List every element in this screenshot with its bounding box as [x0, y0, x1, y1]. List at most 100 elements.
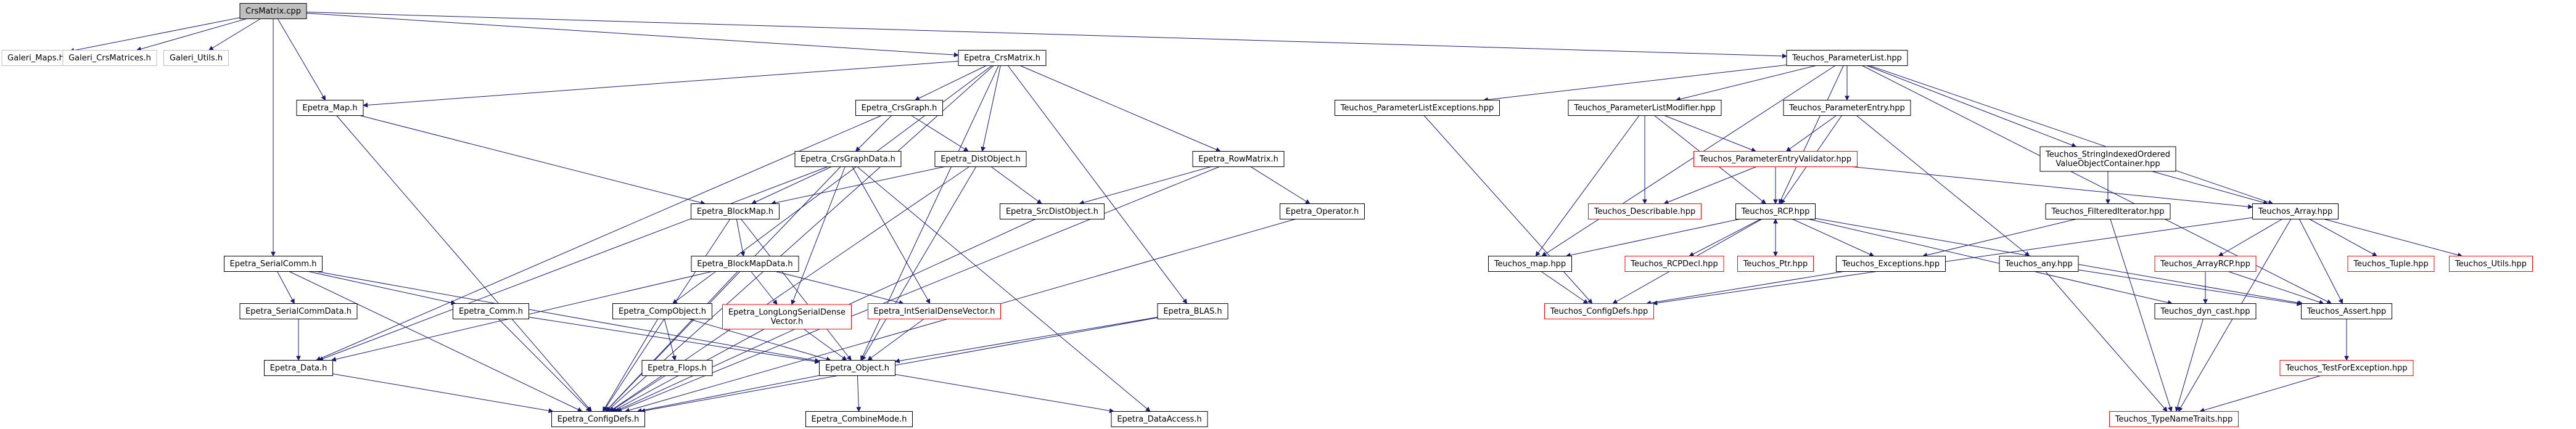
edge-epetra_blockmapdata-to-epetra_llsv — [751, 271, 778, 305]
node-teuchos_ptr[interactable]: Teuchos_Ptr.hpp — [1737, 256, 1814, 272]
node-teuchos_testforexc[interactable]: Teuchos_TestForException.hpp — [2279, 360, 2414, 376]
node-teuchos_tuple[interactable]: Teuchos_Tuple.hpp — [2347, 256, 2435, 272]
node-epetra_flops[interactable]: Epetra_Flops.h — [641, 360, 713, 376]
node-epetra_compobject[interactable]: Epetra_CompObject.h — [612, 303, 712, 319]
node-epetra_combinemode[interactable]: Epetra_CombineMode.h — [805, 411, 913, 427]
node-box — [1786, 50, 1908, 66]
node-box — [1000, 203, 1105, 219]
node-label: Teuchos_ParameterListModifier.hpp — [1573, 104, 1715, 113]
edge-teuchos_any-to-teuchos_assert — [2078, 269, 2302, 306]
node-box — [1568, 100, 1722, 116]
node-teuchos_plexc[interactable]: Teuchos_ParameterListExceptions.hpp — [1335, 100, 1500, 116]
node-teuchos_describable[interactable]: Teuchos_Describable.hpp — [1588, 203, 1702, 219]
node-galeri_crsm[interactable]: Galeri_CrsMatrices.h — [62, 50, 157, 66]
node-epetra_map[interactable]: Epetra_Map.h — [296, 100, 364, 116]
node-epetra_dataaccess[interactable]: Epetra_DataAccess.h — [1111, 411, 1208, 427]
edge-epetra_serialcomm-to-epetra_comm — [308, 271, 456, 305]
edge-teuchos_pl-to-teuchos_sivocont — [1867, 65, 2077, 148]
node-box — [239, 3, 307, 19]
node-label: Teuchos_Tuple.hpp — [2353, 259, 2429, 269]
node-teuchos_pentry[interactable]: Teuchos_ParameterEntry.hpp — [1783, 100, 1911, 116]
node-teuchos_pev[interactable]: Teuchos_ParameterEntryValidator.hpp — [1693, 151, 1858, 167]
node-box — [551, 411, 645, 427]
node-epetra_serialcomm[interactable]: Epetra_SerialComm.h — [224, 256, 323, 272]
node-teuchos_dyncast[interactable]: Teuchos_dyn_cast.hpp — [2154, 303, 2257, 319]
node-epetra_blas[interactable]: Epetra_BLAS.h — [1157, 303, 1228, 319]
node-label: Teuchos_Array.hpp — [2258, 207, 2333, 216]
node-epetra_distobject[interactable]: Epetra_DistObject.h — [934, 151, 1027, 167]
node-epetra_srcdistobject[interactable]: Epetra_SrcDistObject.h — [1000, 203, 1105, 219]
node-label: Teuchos_Utils.hpp — [2455, 259, 2527, 269]
node-teuchos_configdefs[interactable]: Teuchos_ConfigDefs.hpp — [1544, 303, 1654, 319]
node-box — [1111, 411, 1208, 427]
edge-epetra_comm-to-epetra_object — [529, 317, 820, 364]
node-epetra_intsdv[interactable]: Epetra_IntSerialDenseVector.h — [868, 303, 1001, 319]
node-label: CrsMatrix.cpp — [245, 7, 301, 16]
node-label: Teuchos_Exceptions.hpp — [1841, 259, 1940, 269]
node-teuchos_assert[interactable]: Teuchos_Assert.hpp — [2301, 303, 2392, 319]
node-box — [1192, 151, 1285, 167]
node-epetra_operator[interactable]: Epetra_Operator.h — [1280, 203, 1365, 219]
node-teuchos_plmod[interactable]: Teuchos_ParameterListModifier.hpp — [1568, 100, 1722, 116]
node-galeri_utils[interactable]: Galeri_Utils.h — [163, 50, 229, 66]
node-teuchos_typenametraits[interactable]: Teuchos_TypeNameTraits.hpp — [2109, 411, 2239, 427]
node-label: Teuchos_ParameterList.hpp — [1792, 54, 1902, 63]
node-epetra_data[interactable]: Epetra_Data.h — [264, 360, 333, 376]
edge-teuchos_array-to-teuchos_assert — [2298, 219, 2344, 304]
edge-teuchos_plmod-to-teuchos_pev — [1664, 115, 1756, 152]
edge-teuchos_filtit-to-teuchos_exceptions — [1922, 219, 2076, 258]
node-epetra_comm[interactable]: Epetra_Comm.h — [453, 303, 529, 319]
node-label: Epetra_CrsMatrix.h — [964, 54, 1040, 63]
edge-epetra_distobject-to-epetra_object — [861, 166, 977, 361]
edge-teuchos_pentry-to-teuchos_pev — [1785, 115, 1837, 152]
node-epetra_configdefs[interactable]: Epetra_ConfigDefs.h — [551, 411, 645, 427]
node-teuchos_pl[interactable]: Teuchos_ParameterList.hpp — [1786, 50, 1908, 66]
node-label: Galeri_Maps.h — [7, 54, 64, 63]
node-box — [641, 360, 713, 376]
node-epetra_crsgraphdata[interactable]: Epetra_CrsGraphData.h — [794, 151, 902, 167]
node-root[interactable]: CrsMatrix.cpp — [239, 3, 307, 19]
node-label: Teuchos_Ptr.hpp — [1743, 259, 1808, 269]
node-box — [62, 50, 157, 66]
edge-teuchos_sivocont-to-teuchos_array — [2152, 171, 2269, 205]
edge-epetra_compobject-to-epetra_object — [688, 319, 831, 362]
node-teuchos_array[interactable]: Teuchos_Array.hpp — [2252, 203, 2339, 219]
node-label: Epetra_Map.h — [302, 104, 357, 113]
node-epetra_blockmapdata[interactable]: Epetra_BlockMapData.h — [691, 256, 799, 272]
edge-epetra_blockmapdata-to-epetra_configdefs — [605, 271, 738, 412]
edge-epetra_serialcomm-to-epetra_configdefs — [289, 271, 583, 412]
node-epetra_object[interactable]: Epetra_Object.h — [819, 360, 895, 376]
edge-epetra_rowmatrix-to-epetra_configdefs — [617, 166, 1220, 412]
node-label: Teuchos_ArrayRCP.hpp — [2160, 259, 2250, 269]
edge-teuchos_rcp-to-teuchos_exceptions — [1792, 219, 1875, 257]
node-label: Teuchos_TestForException.hpp — [2285, 364, 2407, 373]
node-epetra_blockmap[interactable]: Epetra_BlockMap.h — [691, 203, 780, 219]
node-epetra_rowmatrix[interactable]: Epetra_RowMatrix.h — [1192, 151, 1285, 167]
node-epetra_crsgraph[interactable]: Epetra_CrsGraph.h — [855, 100, 943, 116]
node-teuchos_rcpdecl[interactable]: Teuchos_RCPDecl.hpp — [1624, 256, 1724, 272]
node-teuchos_map[interactable]: Teuchos_map.hpp — [1488, 256, 1572, 272]
edge-teuchos_plmod-to-teuchos_map — [1535, 115, 1640, 257]
node-teuchos_exceptions[interactable]: Teuchos_Exceptions.hpp — [1836, 256, 1946, 272]
node-box — [1693, 151, 1858, 167]
edge-epetra_compobject-to-epetra_configdefs — [602, 319, 659, 412]
node-teuchos_utils[interactable]: Teuchos_Utils.hpp — [2449, 256, 2533, 272]
node-teuchos_arrayrcp[interactable]: Teuchos_ArrayRCP.hpp — [2154, 256, 2257, 272]
edge-root-to-galeri_utils — [208, 18, 261, 51]
node-box — [2039, 146, 2176, 172]
edge-teuchos_pl-to-teuchos_map — [1541, 65, 1836, 256]
edge-teuchos_testforexc-to-teuchos_typenametraits — [2199, 375, 2321, 413]
node-teuchos_filtit[interactable]: Teuchos_FilteredIterator.hpp — [2045, 203, 2171, 219]
node-epetra_serialcommdata[interactable]: Epetra_SerialCommData.h — [239, 303, 358, 319]
node-box — [2252, 203, 2339, 219]
node-box — [1624, 256, 1724, 272]
node-epetra_crsmatrix[interactable]: Epetra_CrsMatrix.h — [958, 50, 1047, 66]
node-teuchos_any[interactable]: Teuchos_any.hpp — [1999, 256, 2079, 272]
node-galeri_maps[interactable]: Galeri_Maps.h — [1, 50, 70, 66]
node-box — [2279, 360, 2414, 376]
node-teuchos_rcp[interactable]: Teuchos_RCP.hpp — [1735, 203, 1816, 219]
